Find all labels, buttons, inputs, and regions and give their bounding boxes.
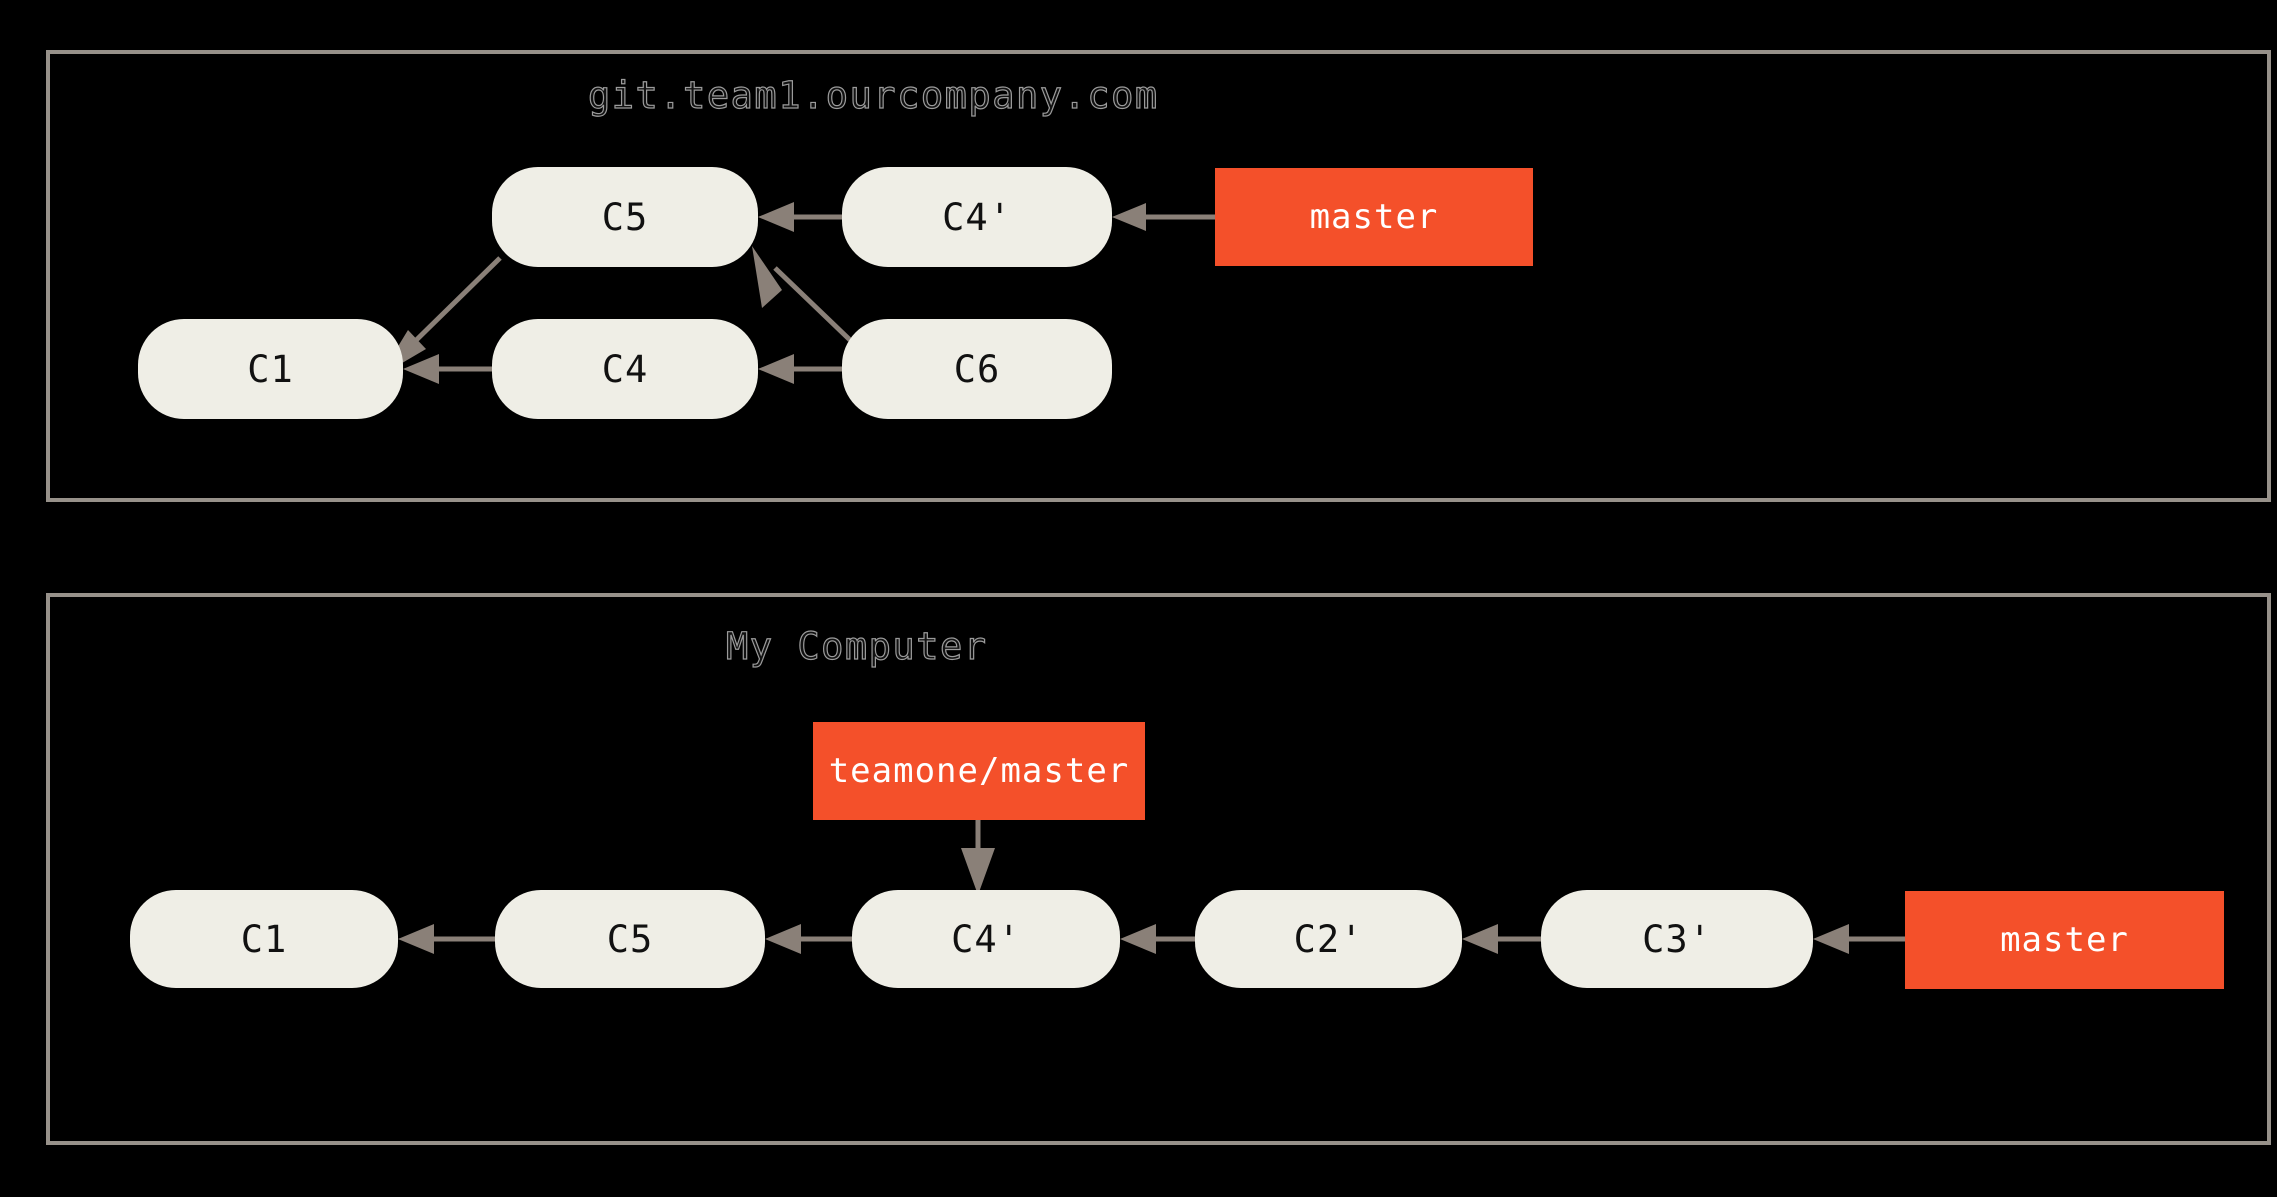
commit-node-c1-local[interactable]: C1: [130, 890, 398, 988]
commit-node-c2prime-local[interactable]: C2': [1195, 890, 1462, 988]
branch-label-master-local[interactable]: master: [1905, 891, 2224, 989]
commit-node-c5-local[interactable]: C5: [495, 890, 765, 988]
commit-node-c1-remote[interactable]: C1: [138, 319, 403, 419]
commit-node-c5-remote[interactable]: C5: [492, 167, 758, 267]
panel-local-repository: [46, 593, 2271, 1145]
commit-node-c3prime-local[interactable]: C3': [1541, 890, 1813, 988]
commit-node-c4prime-remote[interactable]: C4': [842, 167, 1112, 267]
panel-remote-repository: [46, 50, 2271, 502]
branch-label-teamone-master[interactable]: teamone/master: [813, 722, 1145, 820]
panel-remote-title: git.team1.ourcompany.com: [587, 74, 1159, 117]
commit-node-c6-remote[interactable]: C6: [842, 319, 1112, 419]
commit-node-c4-remote[interactable]: C4: [492, 319, 758, 419]
panel-local-title: My Computer: [725, 625, 988, 668]
commit-node-c4prime-local[interactable]: C4': [852, 890, 1120, 988]
branch-label-master-remote[interactable]: master: [1215, 168, 1533, 266]
